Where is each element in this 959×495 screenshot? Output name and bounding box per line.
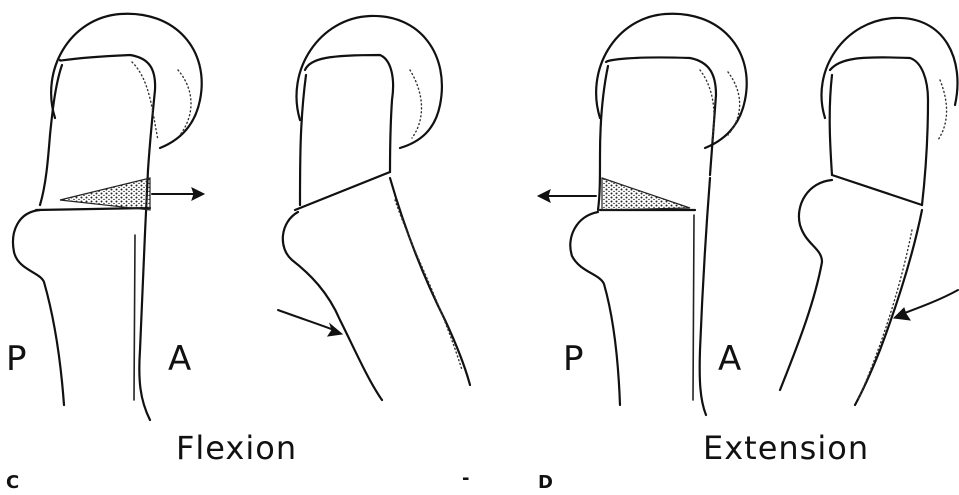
panel-c-posterior-label: P xyxy=(6,342,27,376)
panel-d-posterior-label: P xyxy=(563,342,584,376)
stray-mark: - xyxy=(462,470,469,488)
panel-d-force-arrow xyxy=(894,290,958,320)
panel-c-anterior-label: A xyxy=(168,342,191,376)
panel-c-wedge-arrow xyxy=(152,188,204,200)
panel-d-letter: D xyxy=(538,474,553,492)
panel-c-caption: Flexion xyxy=(176,432,297,464)
panel-d-femur-after xyxy=(780,18,958,405)
panel-c-force-arrow xyxy=(278,310,342,336)
panel-c-bone-wedge xyxy=(60,178,150,210)
panel-d-anterior-label: A xyxy=(718,342,741,376)
panel-c-femur-after xyxy=(283,16,470,400)
panel-d-bone-wedge xyxy=(602,178,690,210)
panel-d-caption: Extension xyxy=(703,432,869,464)
panel-c-letter: C xyxy=(6,474,19,492)
panel-d-wedge-arrow xyxy=(538,190,596,202)
